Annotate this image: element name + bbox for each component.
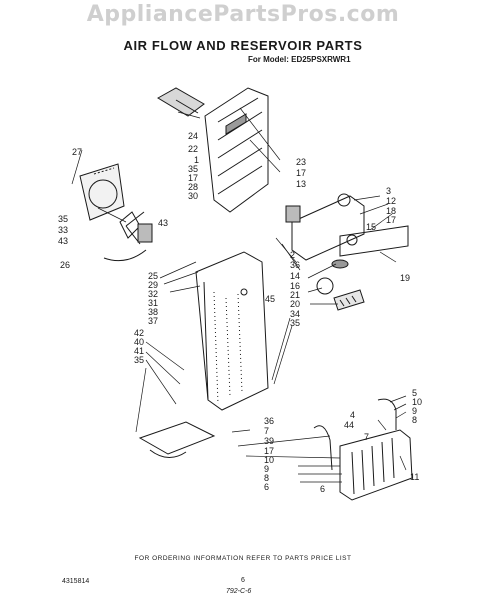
callout-26: 26	[60, 260, 70, 270]
callout-44: 44	[344, 420, 354, 430]
damper-control-assembly	[285, 193, 409, 261]
light-socket	[316, 259, 349, 295]
callout-13: 13	[296, 179, 306, 189]
callout-29: 29	[148, 280, 158, 290]
callout-35: 35	[290, 318, 300, 328]
callout-36: 36	[290, 260, 300, 270]
callout-35: 35	[188, 164, 198, 174]
model-subtitle: For Model: ED25PSXRWR1	[248, 55, 351, 64]
callout-1: 1	[194, 155, 199, 165]
callout-27: 27	[72, 147, 82, 157]
callout-39: 39	[264, 436, 274, 446]
fan-shroud	[79, 163, 125, 221]
callout-17: 17	[264, 446, 274, 456]
callout-7: 7	[264, 426, 269, 436]
callout-17: 17	[386, 215, 396, 225]
callout-32: 32	[148, 289, 158, 299]
page-number: 6	[241, 577, 245, 584]
callout-35: 35	[134, 355, 144, 365]
callout-7: 7	[364, 432, 369, 442]
air-duct-housing	[195, 251, 269, 411]
callout-8: 8	[264, 473, 269, 483]
callout-9: 9	[412, 406, 417, 416]
callout-41: 41	[134, 346, 144, 356]
callout-17: 17	[188, 173, 198, 183]
callout-34: 34	[290, 309, 300, 319]
callout-28: 28	[188, 182, 198, 192]
callout-11: 11	[410, 472, 419, 482]
callout-9: 9	[264, 464, 269, 474]
callout-25: 25	[148, 271, 158, 281]
reservoir-bracket	[138, 421, 216, 458]
water-reservoir	[313, 398, 413, 501]
callout-2: 2	[290, 250, 295, 260]
duct-cap-part	[157, 87, 205, 117]
callout-12: 12	[386, 196, 396, 206]
callout-42: 42	[134, 328, 144, 338]
diagram-title: AIR FLOW AND RESERVOIR PARTS	[123, 38, 363, 53]
callout-19: 19	[400, 273, 410, 283]
callout-4: 4	[350, 410, 355, 420]
callout-17: 17	[296, 168, 306, 178]
callout-23: 23	[296, 157, 306, 167]
callout-38: 38	[148, 307, 158, 317]
callout-21: 21	[290, 290, 300, 300]
callout-20: 20	[290, 299, 300, 309]
callout-14: 14	[290, 271, 300, 281]
callout-43: 43	[58, 236, 68, 246]
light-shield	[333, 289, 365, 311]
watermark-text: AppliancePartsPros.com	[86, 2, 400, 27]
callout-35: 35	[58, 214, 68, 224]
callout-36: 36	[264, 416, 274, 426]
callout-30: 30	[188, 191, 198, 201]
callout-37: 37	[148, 316, 158, 326]
document-number: 4315814	[62, 578, 90, 585]
evaporator-cover-panel	[204, 87, 269, 213]
callout-43: 43	[158, 218, 168, 228]
callout-6: 6	[264, 482, 269, 492]
callout-5: 5	[412, 388, 417, 398]
ordering-note: FOR ORDERING INFORMATION REFER TO PARTS …	[134, 555, 352, 562]
revision-code: 792-C-6	[226, 588, 252, 595]
callout-31: 31	[148, 298, 158, 308]
callout-8: 8	[412, 415, 417, 425]
callout-22: 22	[188, 144, 198, 154]
callout-6: 6	[320, 484, 325, 494]
callout-33: 33	[58, 225, 68, 235]
callout-18: 18	[386, 206, 396, 216]
callout-15: 15	[366, 222, 376, 232]
fan-motor	[103, 211, 153, 262]
callout-40: 40	[134, 337, 144, 347]
callout-10: 10	[412, 397, 422, 407]
leader-lines	[71, 107, 407, 483]
callout-16: 16	[290, 281, 300, 291]
callout-24: 24	[188, 131, 198, 141]
callout-45: 45	[265, 294, 275, 304]
callout-3: 3	[386, 186, 391, 196]
callout-10: 10	[264, 455, 274, 465]
